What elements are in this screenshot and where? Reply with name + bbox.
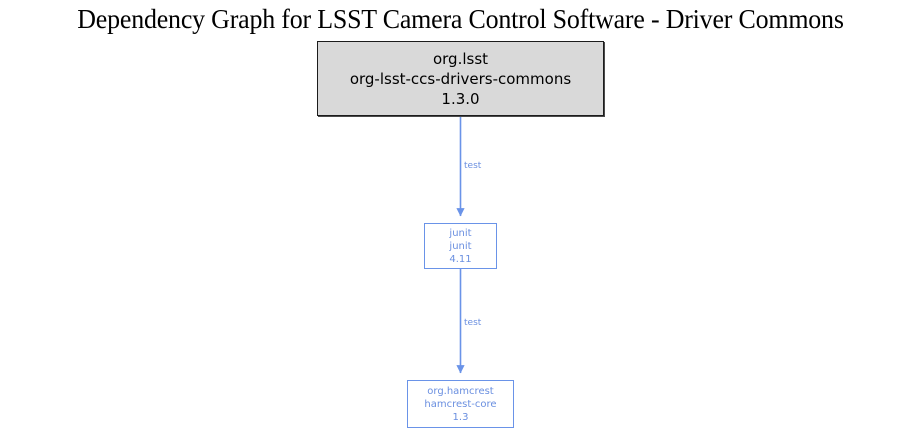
node-junit-version: 4.11	[449, 253, 472, 265]
graph-title: Dependency Graph for LSST Camera Control…	[77, 4, 844, 34]
node-junit-artifact: junit	[449, 240, 472, 252]
node-root-group: org.lsst	[432, 49, 489, 68]
node-hamcrest-group: org.hamcrest	[427, 385, 494, 397]
node-junit-group: junit	[449, 227, 472, 239]
node-root-artifact: org-lsst-ccs-drivers-commons	[349, 69, 572, 88]
node-root-version: 1.3.0	[441, 89, 480, 108]
node-dependency-hamcrest-core[interactable]: org.hamcrest hamcrest-core 1.3	[407, 380, 514, 428]
node-project-root[interactable]: org.lsst org-lsst-ccs-drivers-commons 1.…	[317, 41, 604, 116]
node-hamcrest-version: 1.3	[452, 411, 469, 423]
node-dependency-junit[interactable]: junit junit 4.11	[424, 223, 497, 269]
node-hamcrest-artifact: hamcrest-core	[424, 398, 497, 410]
edge-label-root-to-junit: test	[464, 161, 482, 171]
edge-label-junit-to-hamcrest: test	[464, 318, 482, 328]
